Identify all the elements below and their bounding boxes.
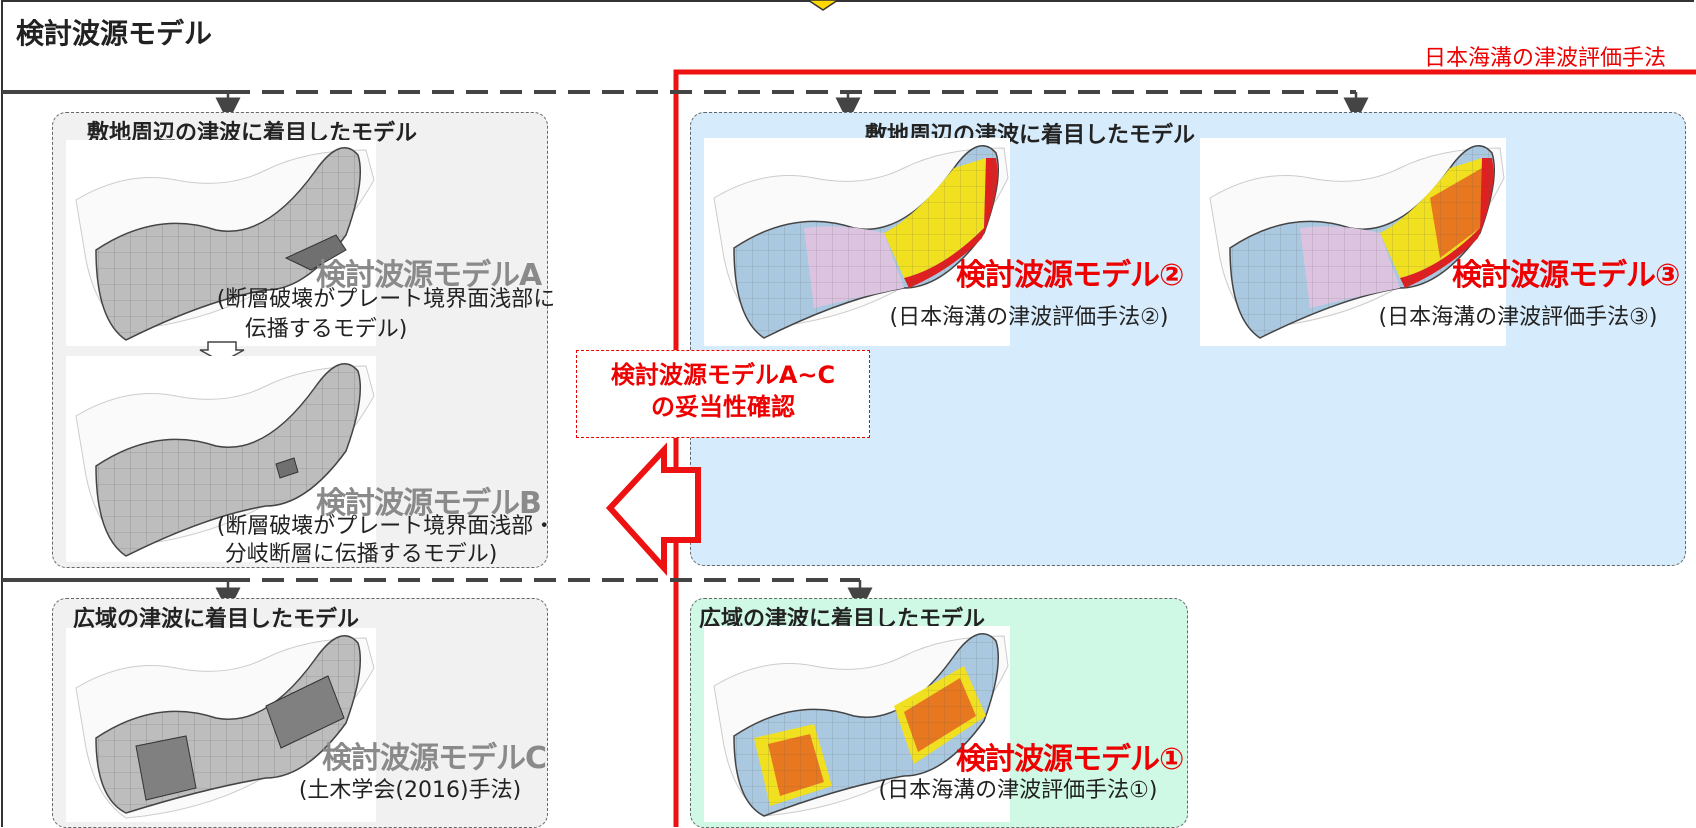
model-3-label: 検討波源モデル③ bbox=[1452, 258, 1680, 293]
validation-callout: 検討波源モデルA~C の妥当性確認 bbox=[576, 350, 870, 438]
callout-line-1: 検討波源モデルA~C bbox=[610, 361, 836, 389]
model-b-desc-1: (断層破壊がプレート境界面浅部・ bbox=[216, 514, 556, 539]
model-a-desc-1: (断層破壊がプレート境界面浅部に bbox=[216, 287, 556, 312]
source-map-3 bbox=[1200, 138, 1506, 346]
source-map-a bbox=[66, 140, 376, 346]
model-2-label: 検討波源モデル② bbox=[956, 258, 1184, 293]
source-map-2 bbox=[704, 138, 1010, 346]
model-c-label: 検討波源モデルC bbox=[322, 741, 547, 776]
model-a-label: 検討波源モデルA bbox=[316, 258, 542, 293]
model-b-label: 検討波源モデルB bbox=[316, 486, 542, 521]
model-a-desc-2: 伝播するモデル) bbox=[244, 317, 408, 342]
model-b-desc-2: 分岐断層に伝播するモデル) bbox=[224, 542, 498, 567]
callout-line-2: の妥当性確認 bbox=[651, 393, 795, 421]
page-title: 検討波源モデル bbox=[16, 17, 213, 50]
model-1-label: 検討波源モデル① bbox=[956, 742, 1184, 777]
source-map-b bbox=[66, 356, 376, 562]
panel-heading: 広域の津波に着目したモデル bbox=[73, 607, 360, 632]
source-map-c bbox=[66, 628, 376, 822]
model-3-desc: (日本海溝の津波評価手法③) bbox=[1378, 305, 1658, 330]
model-c-desc: (土木学会(2016)手法) bbox=[298, 778, 522, 803]
model-2-desc: (日本海溝の津波評価手法②) bbox=[889, 305, 1169, 330]
source-map-1 bbox=[704, 626, 1010, 822]
method-title: 日本海溝の津波評価手法 bbox=[1423, 46, 1666, 71]
model-1-desc: (日本海溝の津波評価手法①) bbox=[878, 778, 1158, 803]
